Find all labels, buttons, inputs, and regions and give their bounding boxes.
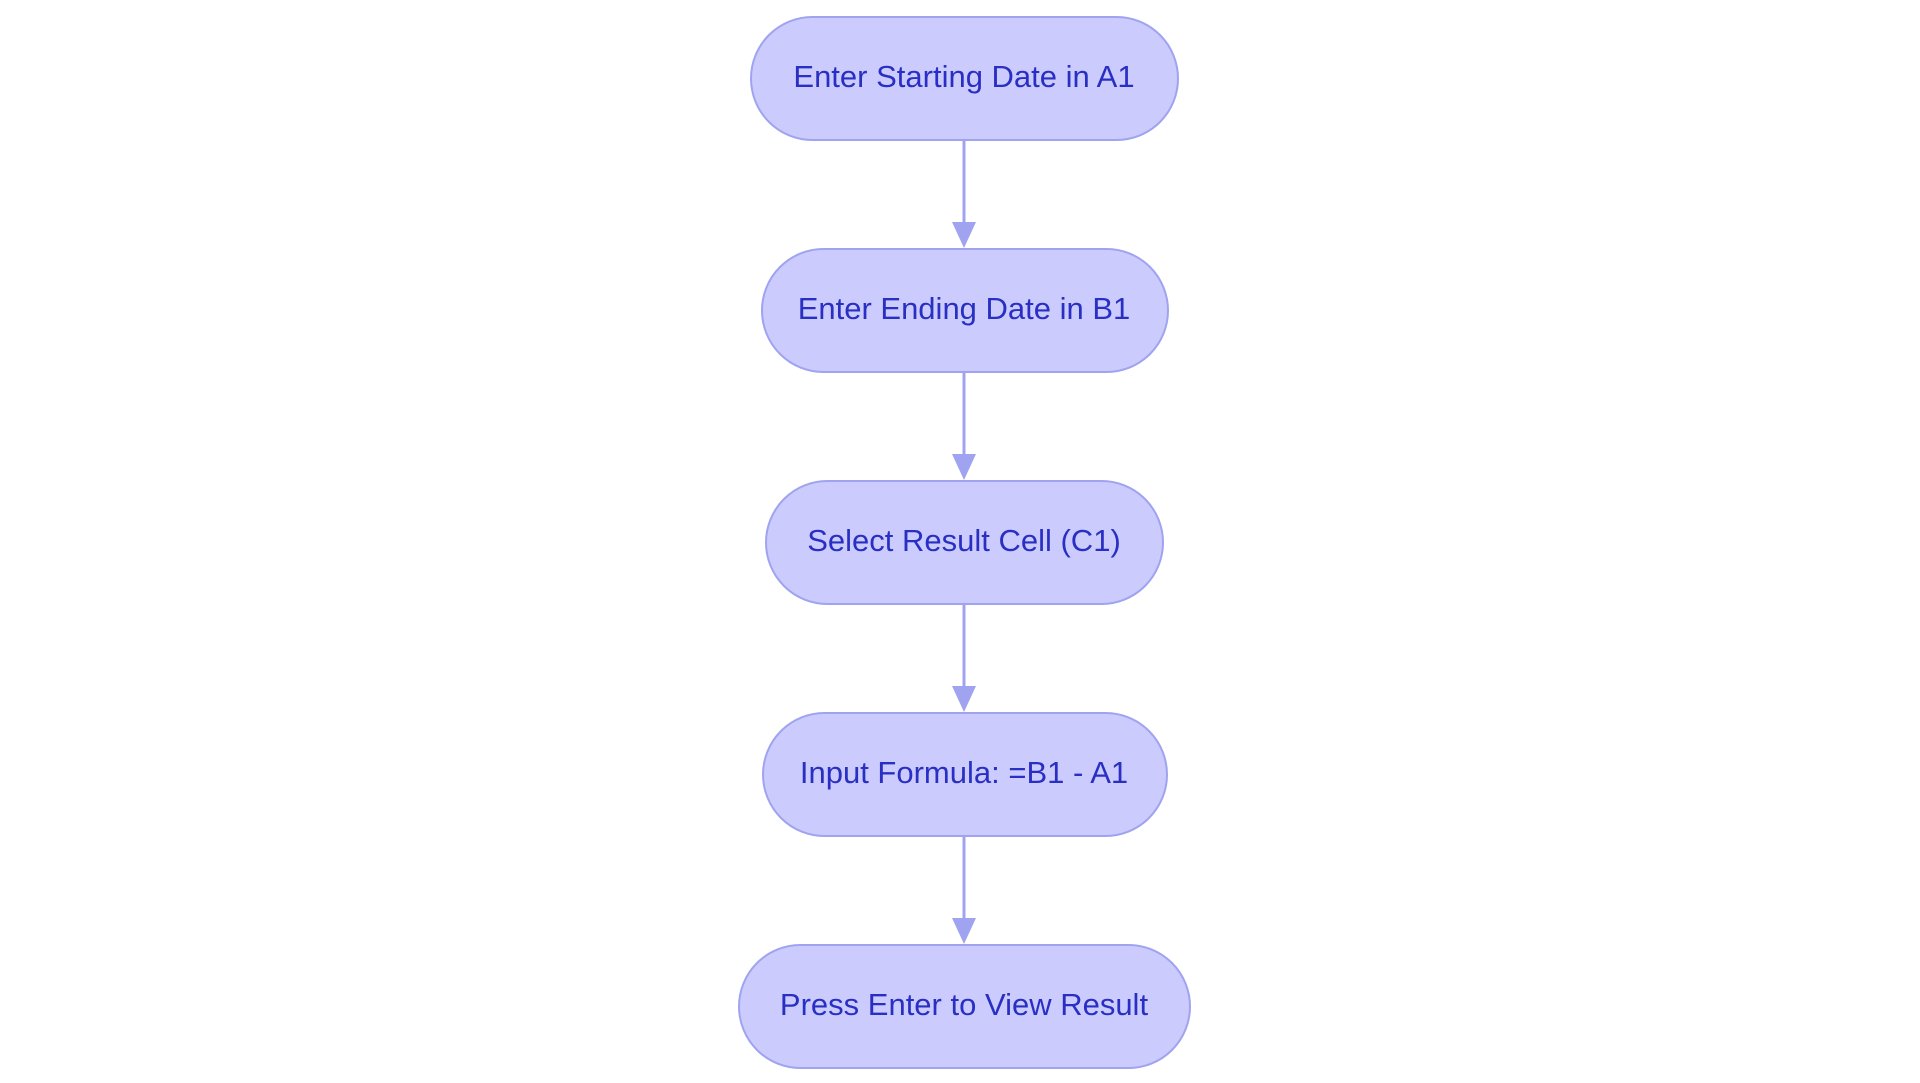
arrow-head-icon <box>952 918 976 944</box>
edge-n2-n3 <box>952 372 976 480</box>
flow-step-2[interactable]: Enter Ending Date in B1 <box>761 248 1169 373</box>
nodes-layer: Enter Starting Date in A1 Enter Ending D… <box>738 16 1191 1069</box>
flow-step-3[interactable]: Select Result Cell (C1) <box>765 480 1164 605</box>
arrow-head-icon <box>952 686 976 712</box>
flow-step-4[interactable]: Input Formula: =B1 - A1 <box>762 712 1168 837</box>
step-box[interactable] <box>750 16 1179 141</box>
edge-n4-n5 <box>952 836 976 944</box>
step-box[interactable] <box>738 944 1191 1069</box>
flow-step-1[interactable]: Enter Starting Date in A1 <box>750 16 1179 141</box>
step-label: Enter Ending Date in B1 <box>798 291 1131 326</box>
step-label: Press Enter to View Result <box>780 987 1149 1022</box>
step-label: Select Result Cell (C1) <box>807 523 1121 558</box>
step-box[interactable] <box>762 712 1168 837</box>
edge-n1-n2 <box>952 140 976 248</box>
flow-step-5[interactable]: Press Enter to View Result <box>738 944 1191 1069</box>
edges-layer <box>952 140 976 944</box>
step-box[interactable] <box>761 248 1169 373</box>
arrow-head-icon <box>952 222 976 248</box>
edge-n3-n4 <box>952 604 976 712</box>
arrow-head-icon <box>952 454 976 480</box>
step-label: Input Formula: =B1 - A1 <box>800 755 1128 790</box>
step-label: Enter Starting Date in A1 <box>793 59 1134 94</box>
step-box[interactable] <box>765 480 1164 605</box>
